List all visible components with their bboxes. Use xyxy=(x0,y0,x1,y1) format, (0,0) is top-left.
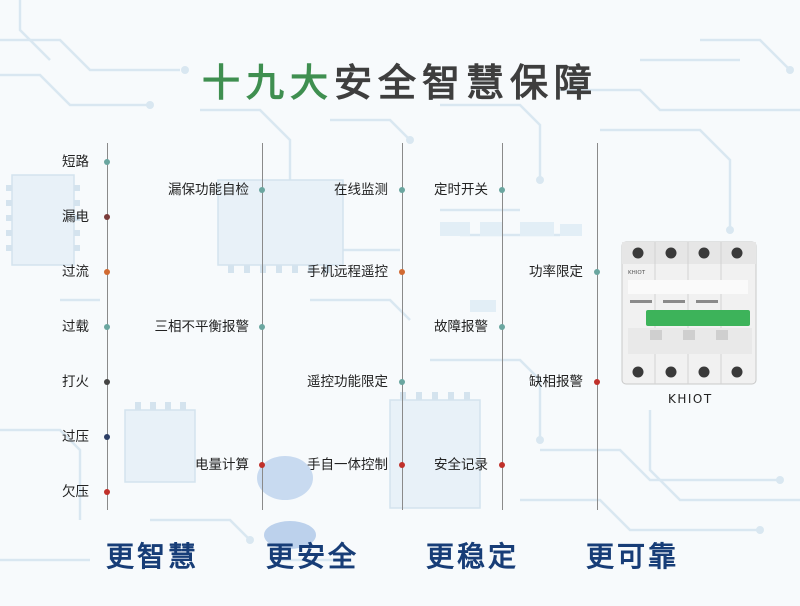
feature-label: 故障报警 xyxy=(434,319,488,335)
column-line-3 xyxy=(402,143,403,510)
bullet-dot xyxy=(104,489,110,495)
bullet-dot xyxy=(399,462,405,468)
feature-label: 功率限定 xyxy=(529,264,583,280)
bullet-dot xyxy=(499,187,505,193)
feature-label: 安全记录 xyxy=(434,457,488,473)
feature-label: 缺相报警 xyxy=(529,374,583,390)
bullet-dot xyxy=(259,187,265,193)
title-highlight: 十九大 xyxy=(201,61,334,105)
column-line-5 xyxy=(597,143,598,510)
feature-label: 过流 xyxy=(62,264,89,280)
feature-label: 漏保功能自检 xyxy=(168,182,249,198)
product-brand: KHIOT xyxy=(668,392,713,406)
bullet-dot xyxy=(399,187,405,193)
slogan-1: 更智慧 xyxy=(106,540,200,573)
feature-label: 三相不平衡报警 xyxy=(154,319,250,335)
circuit-breaker-image: KHIOT xyxy=(621,241,757,385)
bullet-dot xyxy=(104,324,110,330)
bullet-dot xyxy=(399,269,405,275)
slogan-4: 更可靠 xyxy=(586,540,680,573)
bullet-dot xyxy=(104,159,110,165)
bullet-dot xyxy=(399,379,405,385)
bullet-dot xyxy=(594,379,600,385)
slogan-3: 更稳定 xyxy=(426,540,520,573)
feature-label: 手自一体控制 xyxy=(307,457,388,473)
feature-label: 过载 xyxy=(62,319,89,335)
bullet-dot xyxy=(594,269,600,275)
feature-label: 遥控功能限定 xyxy=(307,374,388,390)
device-brand-text: KHIOT xyxy=(628,270,646,276)
feature-label: 欠压 xyxy=(62,484,89,500)
bullet-dot xyxy=(104,434,110,440)
feature-label: 在线监测 xyxy=(334,182,388,198)
feature-label: 打火 xyxy=(62,374,89,390)
bullet-dot xyxy=(499,462,505,468)
feature-label: 过压 xyxy=(62,429,89,445)
title-main: 安全智慧保障 xyxy=(334,61,599,105)
bullet-dot xyxy=(499,324,505,330)
feature-label: 定时开关 xyxy=(434,182,488,198)
feature-label: 手机远程遥控 xyxy=(307,264,388,280)
feature-label: 电量计算 xyxy=(195,457,249,473)
bullet-dot xyxy=(104,269,110,275)
slogan-2: 更安全 xyxy=(266,540,360,573)
bullet-dot xyxy=(104,379,110,385)
feature-label: 漏电 xyxy=(62,209,89,225)
bullet-dot xyxy=(259,462,265,468)
bullet-dot xyxy=(104,214,110,220)
feature-label: 短路 xyxy=(62,154,89,170)
bullet-dot xyxy=(259,324,265,330)
page-title: 十九大安全智慧保障 xyxy=(0,52,800,107)
